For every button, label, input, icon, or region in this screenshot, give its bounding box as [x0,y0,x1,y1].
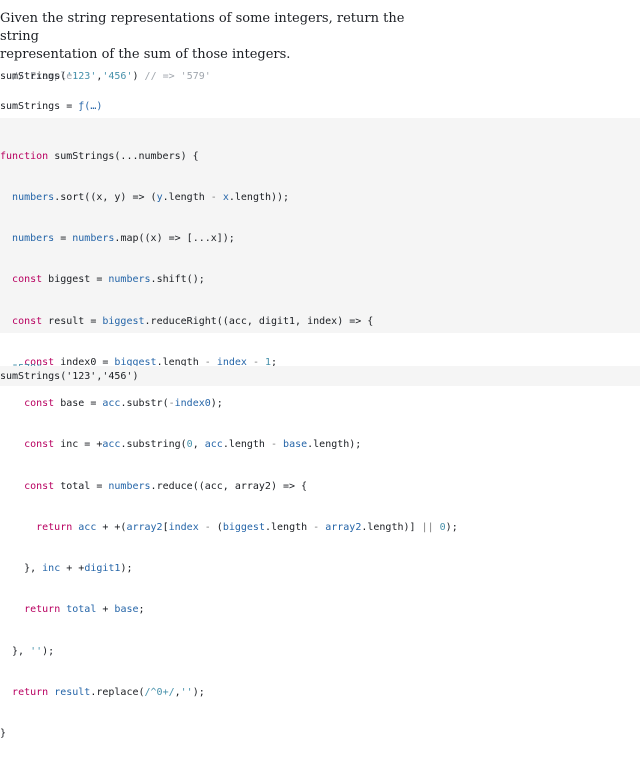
example-call-suffix: ) [132,71,139,82]
code-line-10: return acc + +(array2[index - (biggest.l… [36,521,458,533]
description-line-2: representation of the sum of those integ… [0,47,291,62]
code-line-3: numbers = numbers.map((x) => [...x]); [12,233,235,244]
code-line-14: return result.replace(/^0+/,''); [12,686,205,698]
example-call: sumStrings('123','456') // => '579' [0,70,211,84]
description-line-1: Given the string representations of some… [0,11,405,44]
example-comment-text: // Example: [12,70,79,82]
code-line-9: const total = numbers.reduce((acc, array… [24,480,308,492]
code-line-11: }, inc + +digit1); [0,563,133,574]
example-comment: // Example: [0,56,78,84]
call-cell-text: sumStrings('123','456') [0,371,139,382]
definition-output[interactable]: sumStrings = ƒ(…) [0,100,102,114]
example-result-comment: // => '579' [144,71,211,82]
code-line-1: function sumStrings(...numbers) { [0,150,199,162]
code-line-2: numbers.sort((x, y) => (y.length - x.len… [12,191,290,203]
code-block[interactable]: function sumStrings(...numbers) { number… [0,122,458,768]
call-cell-code[interactable]: sumStrings('123','456') [0,370,138,384]
description: Given the string representations of some… [0,10,420,64]
example-comma: , [96,71,103,82]
code-line-4: const biggest = numbers.shift(); [12,274,205,286]
example-arg1: '123' [66,71,97,82]
code-line-6: const index0 = biggest.length - index - … [24,356,278,368]
call-cell[interactable]: sumStrings('123','456') [0,366,640,386]
code-line-5: const result = biggest.reduceRight((acc,… [12,315,374,327]
example-call-prefix: sumStrings( [0,71,67,82]
code-line-7: const base = acc.substr(-index0); [24,398,223,409]
code-line-12: return total + base; [24,604,145,616]
code-line-8: const inc = +acc.substring(0, acc.length… [24,439,362,451]
definition-equals: = [60,101,79,112]
code-line-13: }, ''); [0,645,55,657]
code-line-15: } [0,728,7,739]
definition-name: sumStrings [0,101,61,112]
code-cell[interactable]: function sumStrings(...numbers) { number… [0,118,640,739]
definition-value[interactable]: ƒ(…) [78,101,103,112]
example-arg2: '456' [102,71,133,82]
